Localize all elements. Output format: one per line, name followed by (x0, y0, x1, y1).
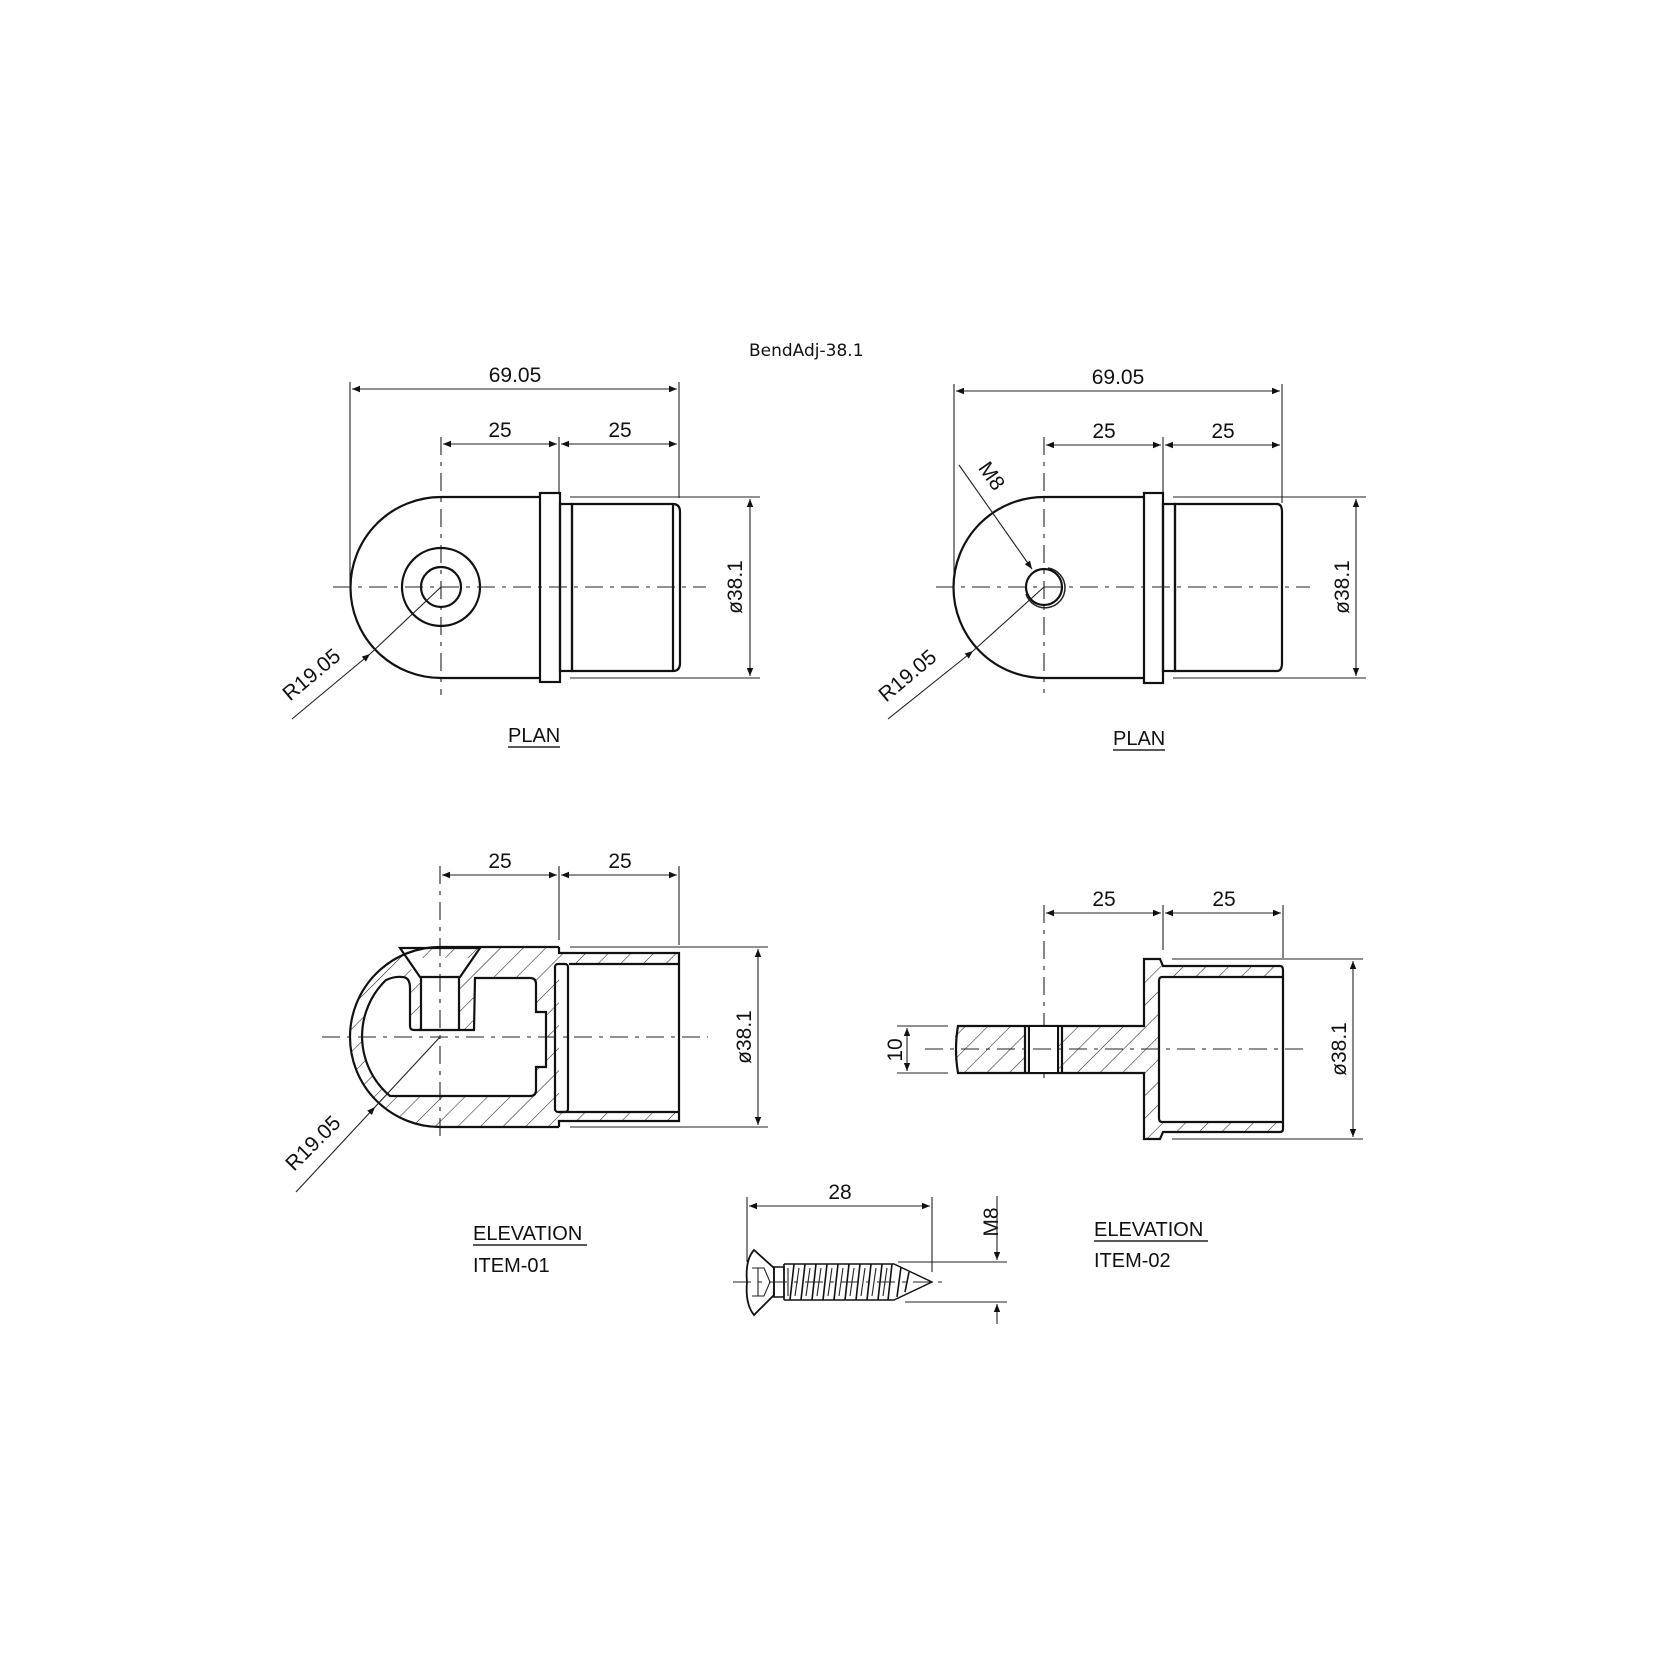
dim-stem: 10 (884, 1038, 907, 1061)
dim-seg2: 25 (608, 850, 631, 873)
dim-seg1: 25 (1092, 888, 1115, 911)
dim-diameter: ø38.1 (724, 560, 747, 614)
dim-diameter: ø38.1 (733, 1010, 756, 1064)
dim-thread: M8 (980, 1207, 1003, 1236)
screw-detail: 28 M8 (733, 1181, 1007, 1324)
view-label: PLAN (1113, 728, 1165, 750)
view-label: ELEVATION (1094, 1219, 1203, 1241)
dim-radius: R19.05 (874, 645, 941, 706)
item-label: ITEM-01 (473, 1255, 550, 1277)
elevation-item-02: 25 25 10 ø38.1 ELEVATION ITEM-02 (884, 888, 1363, 1272)
dim-seg2: 25 (608, 419, 631, 442)
dim-thread: M8 (974, 458, 1010, 495)
plan-view-1: 69.05 25 25 ø38.1 R19.05 PLAN (278, 364, 760, 748)
dim-seg1: 25 (1092, 420, 1115, 443)
dim-diameter: ø38.1 (1328, 1022, 1351, 1076)
dim-overall: 69.05 (489, 364, 542, 387)
drawing-title: BendAdj-38.1 (749, 341, 864, 361)
dim-seg2: 25 (1212, 888, 1235, 911)
elevation-item-01: 25 25 ø38.1 R19.05 ELEVATION ITEM-01 (281, 850, 768, 1277)
view-label: PLAN (508, 725, 560, 747)
dim-length: 28 (828, 1181, 851, 1204)
dim-radius: R19.05 (281, 1111, 345, 1175)
view-label: ELEVATION (473, 1223, 582, 1245)
dim-radius: R19.05 (278, 644, 345, 705)
plan-view-2: 69.05 25 25 ø38.1 M8 R19.05 PLAN (874, 366, 1366, 751)
dim-seg2: 25 (1211, 420, 1234, 443)
dim-seg1: 25 (488, 850, 511, 873)
dim-diameter: ø38.1 (1331, 560, 1354, 614)
item-label: ITEM-02 (1094, 1250, 1171, 1272)
dim-seg1: 25 (488, 419, 511, 442)
dim-overall: 69.05 (1092, 366, 1145, 389)
